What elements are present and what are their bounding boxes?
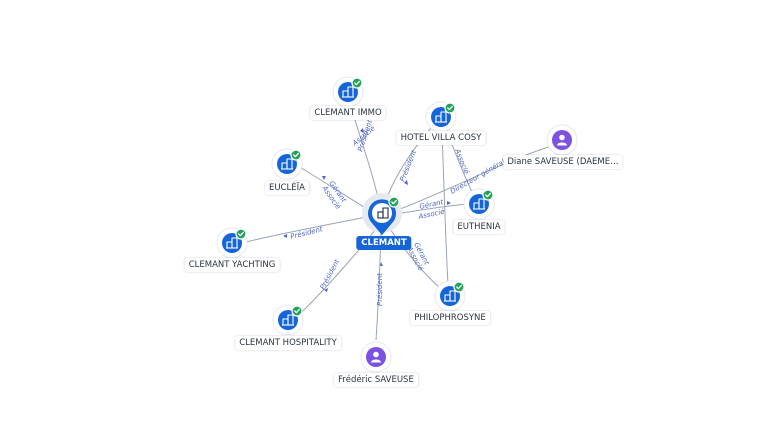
node-eucleia[interactable] xyxy=(271,148,303,180)
arrow-eucleia xyxy=(322,176,326,180)
node-label-eucleia[interactable]: EUCLÉÏA xyxy=(265,181,309,195)
verified-check-icon xyxy=(482,189,494,201)
verified-check-icon xyxy=(235,228,247,240)
arrow-immo xyxy=(360,128,364,133)
edge-villa-philo xyxy=(441,129,449,285)
edge-diane xyxy=(391,144,556,213)
node-clement-yachting[interactable] xyxy=(216,227,248,259)
node-label-frederic-saveuse[interactable]: Frédéric SAVEUSE xyxy=(334,373,418,387)
verified-check-icon xyxy=(453,281,465,293)
arrow-frederic xyxy=(380,262,383,266)
node-clement-hospitality[interactable] xyxy=(272,304,304,336)
node-frederic-saveuse[interactable] xyxy=(360,341,392,373)
node-label-diane-saveuse[interactable]: Diane SAVEUSE (DAEME… xyxy=(503,155,623,169)
node-clement-center[interactable] xyxy=(362,193,402,235)
verified-check-icon xyxy=(291,305,303,317)
verified-check-icon xyxy=(444,102,456,114)
node-philophrosyne[interactable] xyxy=(434,280,466,312)
verified-check-icon xyxy=(388,196,400,208)
edge-yachting xyxy=(245,215,373,243)
edge-philo xyxy=(387,225,441,289)
node-label-euthenia[interactable]: EUTHENIA xyxy=(453,220,505,234)
edge-label-villa: Président xyxy=(398,149,418,183)
arrow-hospitality xyxy=(324,288,328,292)
arrow-villa xyxy=(404,180,408,185)
edge-euthenia xyxy=(395,203,469,215)
node-label-clement-immo[interactable]: CLEMANT IMMO xyxy=(310,106,386,120)
edge-hospitality xyxy=(301,225,379,313)
node-euthenia[interactable] xyxy=(463,188,495,220)
node-clement-immo[interactable] xyxy=(332,76,364,108)
verified-check-icon xyxy=(290,149,302,161)
arrow-yachting xyxy=(283,234,287,238)
node-diane-saveuse[interactable] xyxy=(546,124,578,156)
node-label-clement[interactable]: CLEMANT xyxy=(356,236,412,250)
node-label-clement-yachting[interactable]: CLEMANT YACHTING xyxy=(184,258,280,272)
node-label-philophrosyne[interactable]: PHILOPHROSYNE xyxy=(410,311,490,325)
verified-check-icon xyxy=(351,77,363,89)
edge-label-frederic: Président xyxy=(376,273,384,306)
edge-label-villa-assoc: Associé xyxy=(453,147,471,176)
edge-label-yachting: Président xyxy=(290,225,324,241)
node-hotel-villa-cosy[interactable] xyxy=(425,101,457,133)
arrow-euthenia xyxy=(447,201,451,205)
center-inner xyxy=(372,203,392,223)
node-label-clement-hospitality[interactable]: CLEMANT HOSPITALITY xyxy=(235,336,341,350)
node-label-hotel-villa-cosy[interactable]: HOTEL VILLA COSY xyxy=(396,131,486,145)
